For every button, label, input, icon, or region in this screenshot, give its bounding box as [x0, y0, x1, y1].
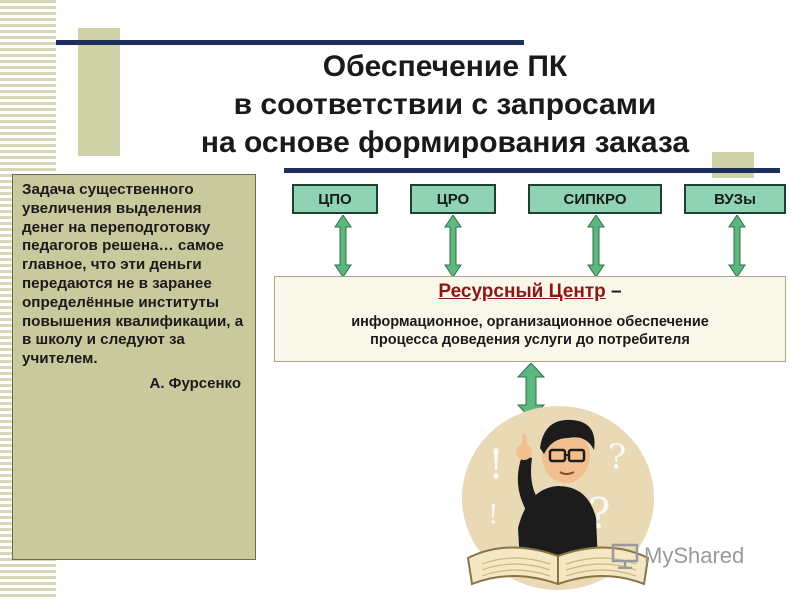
double-arrow-icon: [444, 215, 462, 277]
org-box-vuzy: ВУЗы: [684, 184, 786, 214]
svg-text:!: !: [488, 442, 504, 488]
org-label: ЦПО: [318, 190, 352, 208]
double-arrow-icon: [334, 215, 352, 277]
org-box-cpo: ЦПО: [292, 184, 378, 214]
description-line-2: процесса доведения услуги до потребителя: [370, 332, 690, 348]
description-line-1: информационное, организационное обеспече…: [351, 314, 709, 330]
quote-box: Задача существенного увеличения выделени…: [12, 174, 256, 560]
page-title: Обеспечение ПК в соответствии с запросам…: [130, 48, 760, 162]
double-arrow-icon: [517, 363, 545, 419]
resource-center-dash: –: [611, 281, 622, 302]
title-line-1: Обеспечение ПК: [322, 50, 568, 83]
org-box-cro: ЦРО: [410, 184, 496, 214]
org-label: СИПКРО: [563, 190, 627, 208]
double-arrow-icon: [587, 215, 605, 277]
resource-center-title: Ресурсный Центр –: [275, 281, 785, 303]
svg-text:?: ?: [608, 437, 626, 477]
title-line-2: в соответствии с запросами: [233, 88, 657, 121]
resource-center-name: Ресурсный Центр: [438, 281, 606, 302]
resource-center-box: Ресурсный Центр – информационное, органи…: [274, 276, 786, 362]
reading-person-illustration: ! ? ? !: [462, 406, 654, 590]
decorative-block-right: [712, 152, 754, 178]
top-rule: [56, 40, 524, 45]
decorative-block-top: [78, 28, 120, 156]
bottom-rule: [284, 168, 780, 173]
svg-text:!: !: [488, 500, 498, 530]
org-label: ВУЗы: [714, 190, 756, 208]
quote-author: А. Фурсенко: [149, 374, 242, 392]
presentation-logo-icon: [611, 543, 639, 569]
org-box-sipkro: СИПКРО: [528, 184, 662, 214]
resource-center-description: информационное, организационное обеспече…: [275, 313, 785, 349]
watermark-text: MyShared: [644, 543, 745, 568]
double-arrow-icon: [728, 215, 746, 277]
quote-text: Задача существенного увеличения выделени…: [22, 181, 244, 368]
title-line-3: на основе формирования заказа: [200, 126, 690, 159]
org-label: ЦРО: [436, 190, 470, 208]
watermark: MyShared: [610, 541, 744, 571]
